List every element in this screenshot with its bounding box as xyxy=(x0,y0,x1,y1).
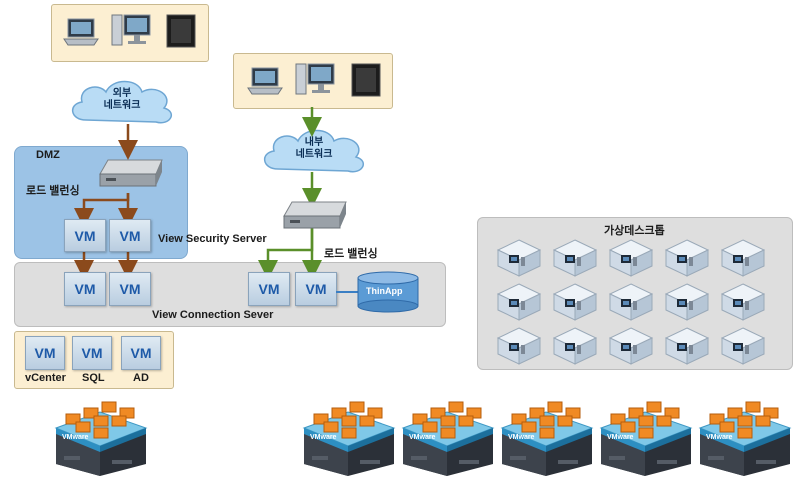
vmware-label: VMware xyxy=(706,434,733,441)
ad-label: AD xyxy=(133,372,149,384)
virtual-desktop-icon xyxy=(720,326,766,371)
virtual-desktop-icon xyxy=(496,282,542,327)
connection-server-vm-1: VM xyxy=(64,272,106,306)
dmz-title: DMZ xyxy=(36,149,60,161)
vcenter-label: vCenter xyxy=(25,372,66,384)
security-server-vm-1: VM xyxy=(64,219,106,252)
sql-label: SQL xyxy=(82,372,105,384)
laptop-icon xyxy=(247,67,283,95)
virtual-desktop-icon xyxy=(664,238,710,283)
virtual-desktop-icon xyxy=(664,282,710,327)
vmware-label: VMware xyxy=(409,434,436,441)
vmware-label: VMware xyxy=(508,434,535,441)
vcenter-vm: VM xyxy=(25,336,65,370)
esx-host-icon: VMware xyxy=(498,390,596,483)
virtual-desktop-icon xyxy=(720,238,766,283)
view-connection-server-label: View Connection Sever xyxy=(152,309,274,321)
esx-host-icon: VMware xyxy=(696,390,794,483)
virtual-desktop-icon xyxy=(608,282,654,327)
virtual-desktop-grid xyxy=(496,238,776,365)
connection-server-vm-4: VM xyxy=(295,272,337,306)
virtual-desktop-icon xyxy=(496,238,542,283)
virtual-desktop-icon xyxy=(664,326,710,371)
security-server-vm-2: VM xyxy=(109,219,151,252)
sql-vm: VM xyxy=(72,336,112,370)
thin-client-icon xyxy=(166,14,196,48)
esx-host-icon: VMware xyxy=(52,390,150,483)
dmz-load-balancing-label: 로드 밸런싱 xyxy=(26,185,80,197)
connection-server-vm-3: VM xyxy=(248,272,290,306)
esx-host-icon: VMware xyxy=(597,390,695,483)
virtual-desktop-icon xyxy=(552,238,598,283)
external-clients-panel xyxy=(51,4,209,62)
vmware-label: VMware xyxy=(607,434,634,441)
desktop-pc-icon xyxy=(111,14,151,46)
virtual-desktop-icon xyxy=(496,326,542,371)
virtual-desktop-icon xyxy=(552,282,598,327)
view-security-server-label: View Security Server xyxy=(158,233,267,245)
desktop-pc-icon xyxy=(295,63,335,95)
virtual-desktop-icon xyxy=(552,326,598,371)
thinapp-database-icon xyxy=(336,271,419,313)
vmware-label: VMware xyxy=(310,434,337,441)
thinapp-label: ThinApp xyxy=(366,286,403,296)
ad-vm: VM xyxy=(121,336,161,370)
external-network-cloud-icon xyxy=(72,80,173,124)
esx-host-icon: VMware xyxy=(300,390,398,483)
esx-host-icon: VMware xyxy=(399,390,497,483)
thin-client-icon xyxy=(351,63,381,97)
virtual-desktop-icon xyxy=(720,282,766,327)
internal-clients-panel xyxy=(233,53,393,109)
internal-load-balancer-icon xyxy=(283,201,347,229)
internal-load-balancing-label: 로드 밸런싱 xyxy=(324,248,378,260)
laptop-icon xyxy=(63,18,99,46)
virtual-desktop-icon xyxy=(608,326,654,371)
virtual-desktops-label: 가상데스크톱 xyxy=(604,225,665,237)
virtual-desktop-icon xyxy=(608,238,654,283)
dmz-load-balancer-icon xyxy=(99,159,163,187)
connection-server-vm-2: VM xyxy=(109,272,151,306)
vmware-label: VMware xyxy=(62,434,89,441)
